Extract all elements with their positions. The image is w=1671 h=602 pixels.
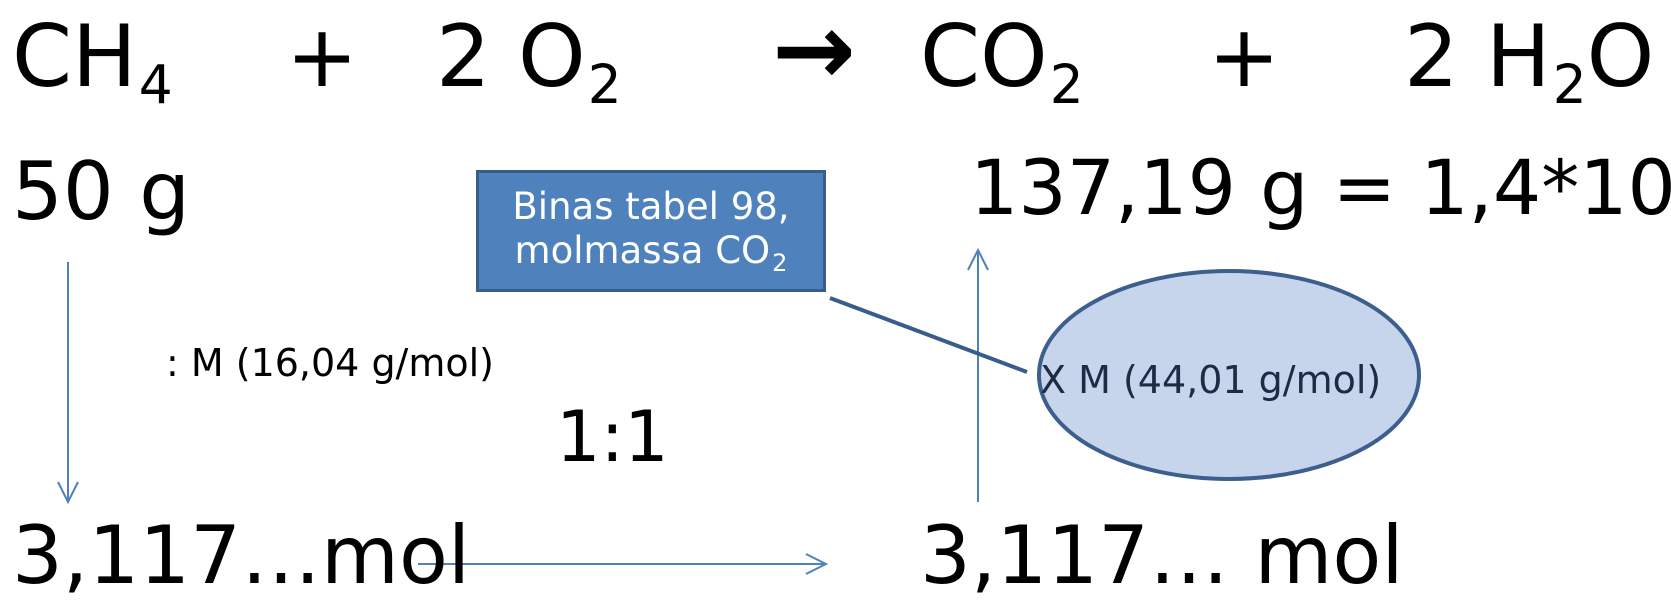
callout-connector <box>829 296 1028 374</box>
mole-ratio-label: 1:1 <box>556 396 669 478</box>
multiply-oval <box>1037 269 1421 481</box>
product-co2-subscript: 2 <box>1049 54 1084 117</box>
reactant-oxygen: 2 O2 <box>436 14 622 112</box>
callout-line-1: Binas tabel 98, <box>512 185 790 228</box>
product-water-formula: 2 H <box>1404 7 1551 107</box>
callout-line-2-text: molmassa CO <box>514 229 771 273</box>
product-water-end: O <box>1586 7 1655 107</box>
product-mass: 137,19 g = 1,4*102g <box>970 150 1671 226</box>
reactant-methane-subscript: 4 <box>138 54 173 117</box>
callout-line-2: molmassa CO2 <box>479 229 823 276</box>
down-arrow <box>57 262 79 505</box>
reaction-arrow-icon: → <box>772 0 856 108</box>
reactant-oxygen-formula: 2 O <box>436 7 586 107</box>
product-water: 2 H2O <box>1404 14 1654 112</box>
reactant-oxygen-subscript: 2 <box>587 54 622 117</box>
binas-callout: Binas tabel 98, molmassa CO2 <box>476 170 826 292</box>
callout-line-2-subscript: 2 <box>772 248 788 277</box>
product-co2-formula: CO <box>920 7 1048 107</box>
plus-sign-1: + <box>286 7 359 107</box>
up-arrow <box>967 247 989 502</box>
reactant-methane-formula: CH <box>12 7 137 107</box>
right-arrow <box>418 553 829 575</box>
product-carbon-dioxide: CO2 <box>920 14 1084 112</box>
reactant-methane: CH4 <box>12 14 173 112</box>
product-mass-value: 137,19 g = 1,4*10 <box>970 143 1671 232</box>
plus-sign-2: + <box>1208 7 1281 107</box>
product-moles: 3,117… mol <box>920 509 1404 602</box>
reactant-mass: 50 g <box>12 145 191 238</box>
product-water-subscript: 2 <box>1552 54 1587 117</box>
reactant-moles: 3,117…mol <box>12 509 471 602</box>
multiply-molar-mass-label: X M (44,01 g/mol) <box>1040 358 1382 402</box>
divide-molar-mass-label: : M (16,04 g/mol) <box>166 341 495 385</box>
